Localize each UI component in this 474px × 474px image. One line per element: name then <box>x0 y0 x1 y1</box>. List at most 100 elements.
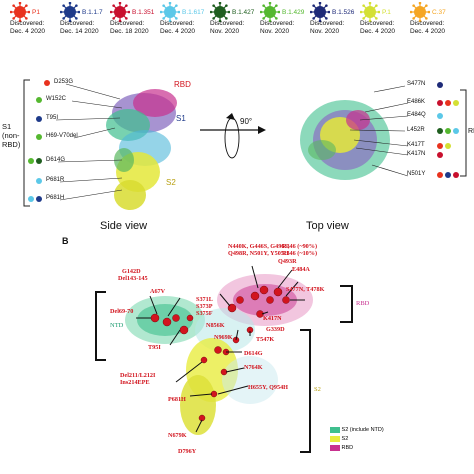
s2-bracket <box>300 329 311 453</box>
top-view-protein <box>300 100 390 180</box>
mutation-label: D614G <box>46 157 66 163</box>
variant-name: P.1 <box>382 9 391 16</box>
mutation-label: Ins214EPE <box>120 379 150 386</box>
s1-bracket <box>23 79 30 207</box>
variant-dot <box>36 158 42 164</box>
variant-dot <box>445 143 451 149</box>
variant-name: P1 <box>32 9 40 16</box>
variant-dot <box>437 172 443 178</box>
variant-name: C.37 <box>432 9 446 16</box>
variant-discovered: Discovered:Dec. 18 2020 <box>110 20 170 36</box>
discovered-label: Discovered: <box>210 20 245 27</box>
variant-discovered: Discovered:Nov. 2020 <box>260 20 320 36</box>
discovered-date: Dec. 14 2020 <box>60 28 99 35</box>
s1-label: S1 <box>176 114 186 123</box>
variant-dot <box>28 158 34 164</box>
variant-discovered: Discovered:Nov. 2020 <box>310 20 370 36</box>
variant-dot <box>36 134 42 140</box>
variant-dot <box>437 128 443 134</box>
mutation-label: R346 (~10%) <box>282 250 318 257</box>
mutation-label: P681H <box>168 396 186 403</box>
mutation-label: T95I <box>148 344 161 351</box>
variant-dot <box>453 128 459 134</box>
discovered-label: Discovered: <box>310 20 345 27</box>
side-view-caption: Side view <box>100 220 148 232</box>
variant-dot <box>437 82 443 88</box>
mutation-label: D796Y <box>178 448 197 455</box>
virus-icon <box>360 2 380 22</box>
mutation-label: D253G <box>54 79 74 85</box>
mutation-label: G142D <box>122 268 141 275</box>
variant-dot <box>453 100 459 106</box>
variant-dot <box>437 143 443 149</box>
variant-name: B.1.351 <box>132 9 155 16</box>
mutation-label: N764K <box>244 364 263 371</box>
variant-dot <box>44 80 50 86</box>
mutation-label: K417N <box>263 315 282 322</box>
discovered-label: Discovered: <box>360 20 395 27</box>
mutation-label: S375F <box>196 310 213 317</box>
legend-swatch-s2 <box>330 435 340 442</box>
mutation-label: Del143-145 <box>118 275 148 282</box>
mutation-label: T95I <box>46 115 59 121</box>
variant-dot <box>36 116 42 122</box>
rbd-bracket <box>340 285 353 323</box>
mutation-label: S477N, T478K <box>286 286 325 293</box>
variant-discovered: Discovered:Dec. 4 2020 <box>360 20 420 36</box>
mutation-label: R346 (~90%) <box>282 243 318 250</box>
variant-name: B.1.617 <box>182 9 205 16</box>
discovered-label: Discovered: <box>60 20 95 27</box>
mutation-label: L452R <box>407 127 425 133</box>
discovered-date: Dec. 18 2020 <box>110 28 149 35</box>
ri-label: RI <box>468 128 474 135</box>
virus-icon <box>110 2 130 22</box>
side-view-protein <box>106 89 177 210</box>
variant-name: B.1.427 <box>232 9 255 16</box>
mutation-label: S371L <box>196 296 213 303</box>
mutation-label: E484Q <box>407 112 426 118</box>
discovered-date: Dec. 4 2020 <box>10 28 46 35</box>
mutation-label: E484A <box>292 266 310 273</box>
virus-icon <box>310 2 330 22</box>
legend-swatch-rbd <box>330 444 340 451</box>
variant-dot <box>36 178 42 184</box>
mutation-label: D614G <box>244 350 263 357</box>
variant-name: B.1.1.7 <box>82 9 103 16</box>
variant-dot <box>28 196 34 202</box>
virus-icon <box>210 2 230 22</box>
rbd-b-label: RBD <box>356 300 370 307</box>
discovered-date: Dec. 4 2020 <box>410 28 446 35</box>
discovered-label: Discovered: <box>110 20 145 27</box>
discovered-date: Dec. 4 2020 <box>160 28 196 35</box>
legend-label: RBD <box>341 445 354 451</box>
variant-discovered: Discovered:Dec. 4 2020 <box>10 20 70 36</box>
s2-b-label: S2 <box>314 386 321 393</box>
panel-b-legend: S2 (include NTD) S2 RBD <box>330 426 384 453</box>
mutation-label: N856K <box>206 322 225 329</box>
discovered-date: Dec. 4 2020 <box>360 28 396 35</box>
mutation-label: Q493R <box>278 258 297 265</box>
variant-discovered: Discovered:Dec. 14 2020 <box>60 20 120 36</box>
mutation-label: P681H <box>46 195 65 201</box>
ntd-label: NTD <box>110 322 124 329</box>
mutation-label: G339D <box>266 326 285 333</box>
virus-icon <box>410 2 430 22</box>
virus-icon <box>260 2 280 22</box>
mutation-label: K417T <box>407 142 425 148</box>
discovered-date: Nov. 2020 <box>310 28 340 35</box>
virus-icon <box>60 2 80 22</box>
s1-nonrbd-label: S1(non-RBD) <box>2 122 20 149</box>
s1-nonrbd-line: RBD) <box>2 140 21 149</box>
mutation-label: E486K <box>407 99 426 105</box>
discovered-label: Discovered: <box>160 20 195 27</box>
mutation-label: S477N <box>407 81 426 87</box>
variant-dot <box>36 97 42 103</box>
mutation-label: H69-V70del <box>46 133 78 139</box>
discovered-label: Discovered: <box>10 20 45 27</box>
variant-dot <box>437 113 443 119</box>
rbd-label: RBD <box>174 80 191 89</box>
s1-nonrbd-line: S1 <box>2 122 12 131</box>
